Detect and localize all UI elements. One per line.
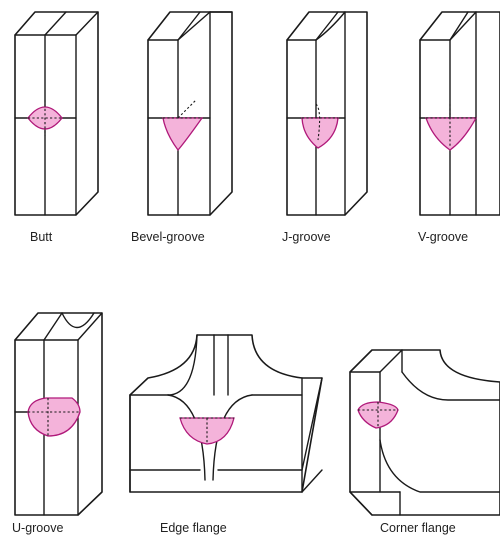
joint-butt: Butt [15, 12, 98, 244]
label-edge-flange: Edge flange [160, 521, 227, 535]
label-bevel-groove: Bevel-groove [131, 230, 205, 244]
label-v-groove: V-groove [418, 230, 468, 244]
label-j-groove: J-groove [282, 230, 331, 244]
joint-u-groove: U-groove [12, 313, 102, 535]
label-u-groove: U-groove [12, 521, 63, 535]
joint-corner-flange: Corner flange [350, 350, 500, 535]
joint-v-groove: V-groove [418, 12, 500, 244]
label-butt: Butt [30, 230, 53, 244]
joint-j-groove: J-groove [282, 12, 367, 244]
joint-bevel-groove: Bevel-groove [131, 12, 232, 244]
joint-edge-flange: Edge flange [130, 335, 322, 535]
label-corner-flange: Corner flange [380, 521, 456, 535]
